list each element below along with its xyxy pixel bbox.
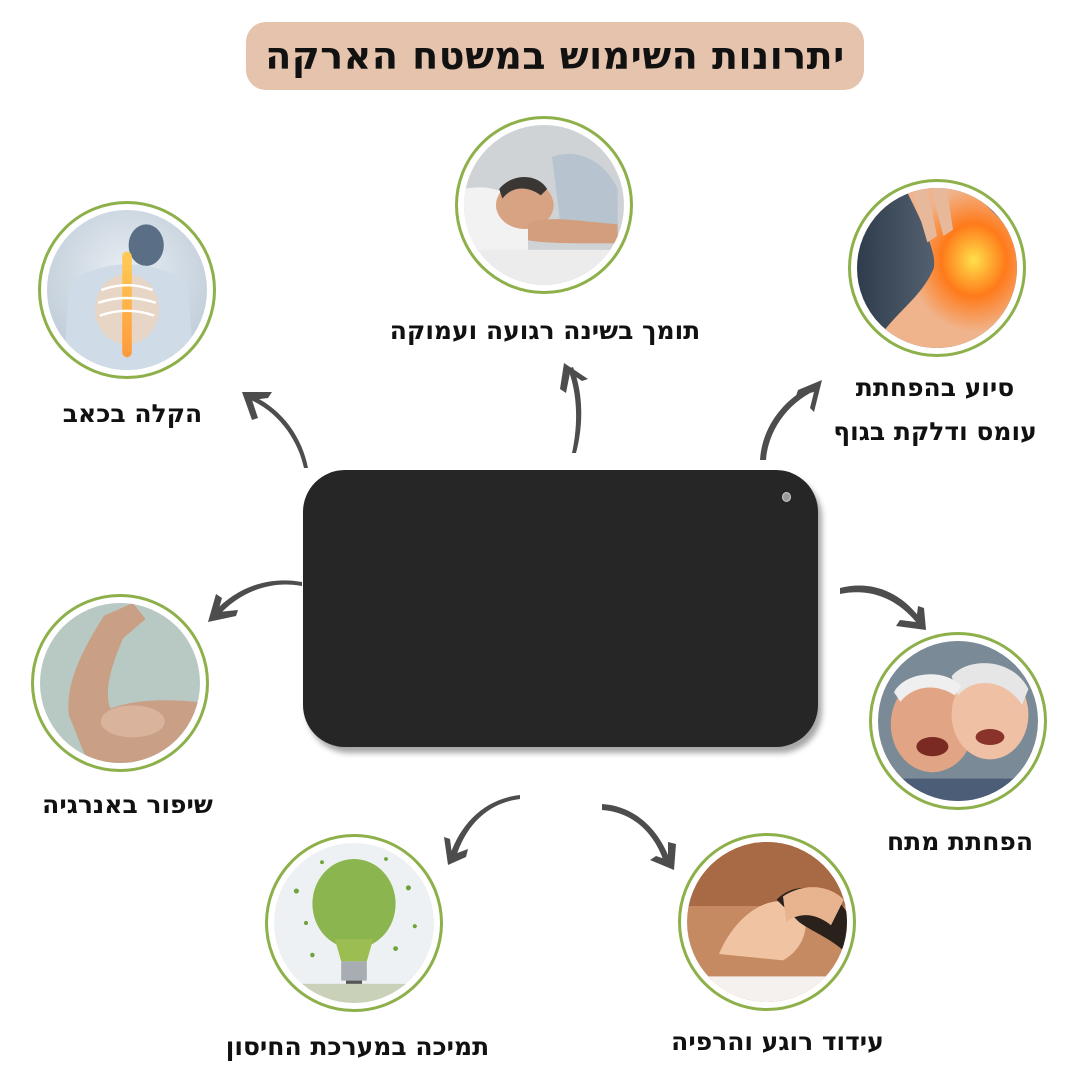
inflammation-label: סיוע בהפחתת עומס ודלקת בגוף xyxy=(800,366,1070,454)
inflammation-label-line2: עומס ודלקת בגוף xyxy=(833,417,1037,446)
arrow-to-relaxation-icon xyxy=(602,804,676,870)
page-title: יתרונות השימוש במשטח הארקה xyxy=(265,34,845,78)
arrow-to-energy-icon xyxy=(208,580,302,622)
arrow-to-back-pain-icon xyxy=(242,392,308,468)
arrow-to-immune-icon xyxy=(444,795,520,865)
green-lightbulb-image xyxy=(265,834,443,1012)
sleep-image xyxy=(455,116,633,294)
back-pain-label: הקלה בכאב xyxy=(62,399,203,428)
immune-label: תמיכה במערכת החיסון xyxy=(225,1032,490,1061)
foot-inflammation-image xyxy=(848,179,1026,357)
face-massage-image xyxy=(678,833,856,1011)
title-banner: יתרונות השימוש במשטח הארקה xyxy=(246,22,864,90)
back-pain-image xyxy=(38,201,216,379)
mat-snap-connector xyxy=(782,492,791,502)
grounding-mat-image xyxy=(303,470,818,747)
arrow-to-sleep-icon xyxy=(560,363,588,453)
stress-label: הפחתת מתח xyxy=(887,827,1033,856)
inflammation-label-line1: סיוע בהפחתת xyxy=(855,373,1015,402)
energy-label: שיפור באנרגיה xyxy=(42,790,213,819)
arrow-to-stress-icon xyxy=(840,585,926,630)
relaxation-label: עידוד רוגע והרפיה xyxy=(671,1027,884,1056)
elderly-couple-image xyxy=(869,632,1047,810)
flexed-arm-image xyxy=(31,594,209,772)
arrow-to-inflammation-icon xyxy=(760,380,822,460)
sleep-label: תומך בשינה רגועה ועמוקה xyxy=(389,316,701,345)
